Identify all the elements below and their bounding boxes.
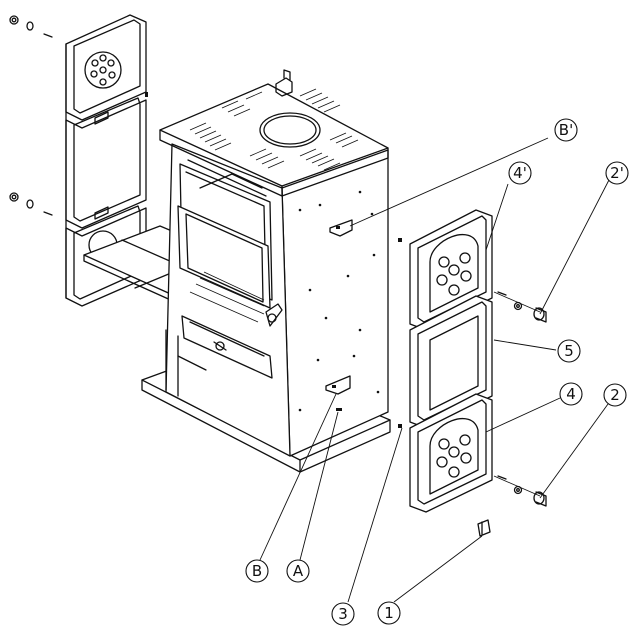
leader-lines: [259, 137, 611, 603]
callout-4-prime: 4': [508, 161, 532, 185]
callout-B-prime: B': [554, 118, 578, 142]
callout-label-B-prime: B': [559, 121, 573, 139]
side-screw-holes: [298, 190, 380, 412]
hardware-top-left: [9, 15, 53, 216]
callout-A: A: [286, 559, 310, 583]
callout-4: 4: [559, 382, 583, 406]
callout-label-3: 3: [338, 605, 348, 623]
callout-label-A: A: [293, 562, 304, 580]
stove-body: [141, 69, 391, 473]
right-side-panel: [398, 209, 493, 513]
callout-label-B: B: [252, 562, 262, 580]
callout-label-5: 5: [564, 342, 574, 360]
callout-label-4-prime: 4': [513, 164, 527, 182]
callout-label-2: 2: [610, 386, 620, 404]
callout-3: 3: [331, 602, 355, 626]
callout-1: 1: [377, 601, 401, 625]
callout-label-2-prime: 2': [610, 164, 624, 182]
callout-2-prime: 2': [605, 161, 629, 185]
callout-5: 5: [557, 339, 581, 363]
callout-label-4: 4: [566, 385, 576, 403]
hardware-right: [477, 291, 547, 537]
callout-2: 2: [603, 383, 627, 407]
callout-label-1: 1: [384, 604, 394, 622]
callout-B: B: [245, 559, 269, 583]
